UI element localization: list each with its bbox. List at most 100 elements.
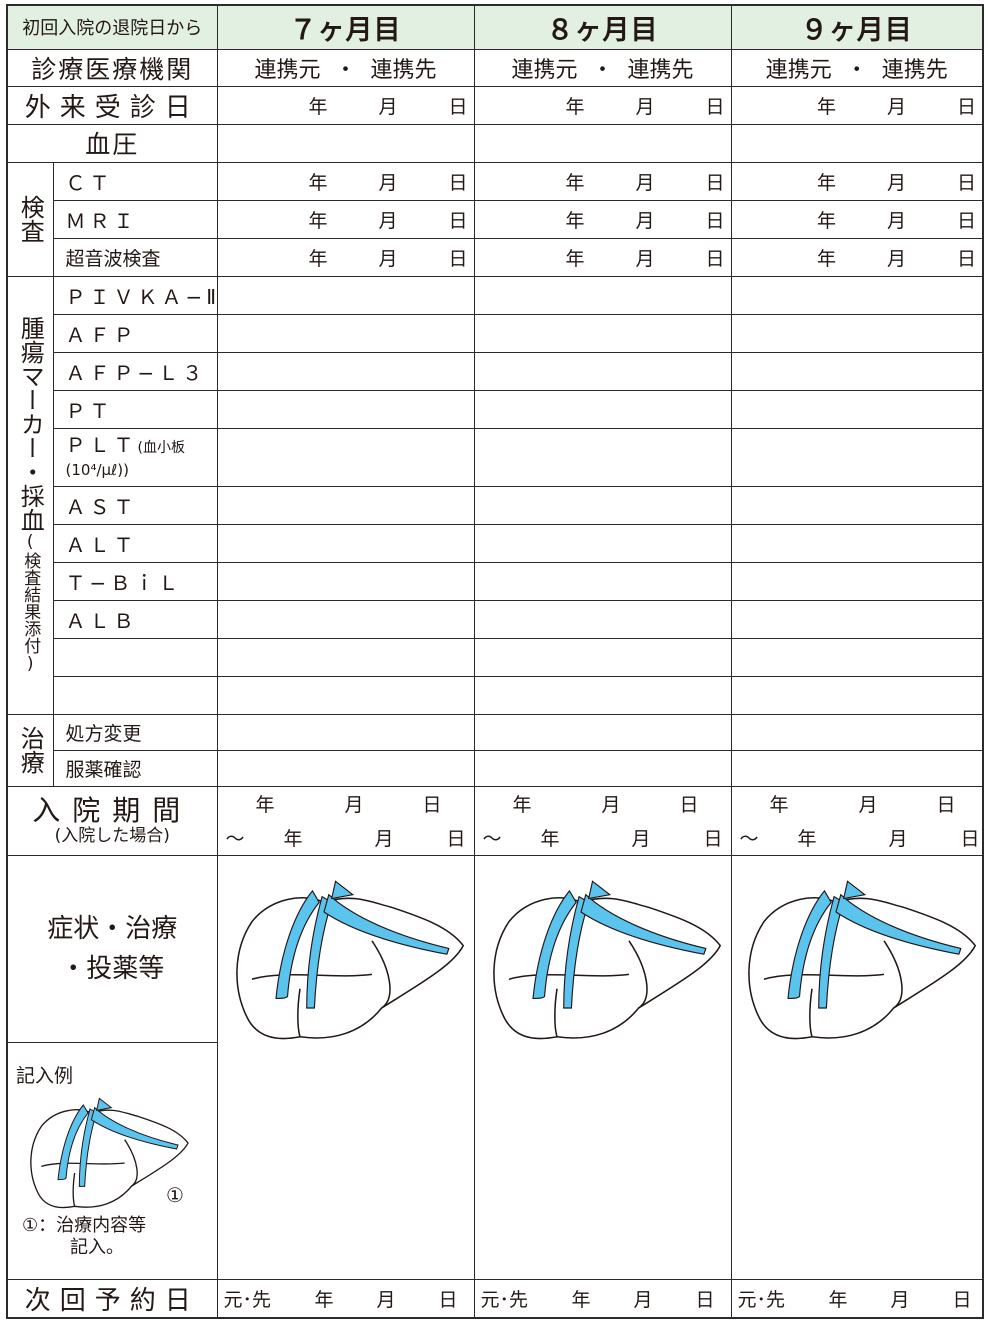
- symptoms-label-cell: 症状・治療 ・投薬等 記入例: [6, 854, 218, 1280]
- value-cell[interactable]: [730, 351, 984, 391]
- exam-date-cell[interactable]: 年月日: [730, 199, 984, 239]
- value-cell[interactable]: [216, 749, 475, 787]
- exam-date-cell[interactable]: 年月日: [216, 237, 475, 277]
- treatment-group-label: 治療: [6, 713, 54, 787]
- institution-cell[interactable]: 連携元・連携先: [730, 48, 984, 87]
- value-cell[interactable]: [216, 275, 475, 315]
- symptoms-cell[interactable]: [730, 854, 984, 1280]
- value-cell[interactable]: [473, 599, 732, 639]
- value-cell[interactable]: [216, 561, 475, 601]
- value-cell[interactable]: [730, 749, 984, 787]
- liver-followup-sheet: 初回入院の退院日から ７ヶ月目 ８ヶ月目 ９ヶ月目 診療医療機関 連携元・連携先…: [6, 4, 984, 1326]
- exam-date-cell[interactable]: 年月日: [216, 161, 475, 201]
- blank-item-label[interactable]: [52, 637, 218, 677]
- example-note: ①：治療内容等 記入。: [22, 1214, 147, 1258]
- value-cell[interactable]: [473, 713, 732, 751]
- admission-period-label: 入院期間 (入院した場合): [6, 785, 218, 856]
- separator: ・: [334, 57, 357, 83]
- value-cell[interactable]: [216, 675, 475, 715]
- value-cell[interactable]: [730, 561, 984, 601]
- marker-afp-label: ＡＦＰ: [52, 313, 218, 353]
- value-cell[interactable]: [730, 637, 984, 677]
- next-appointment-cell[interactable]: 元･先年月日: [730, 1278, 984, 1318]
- value-cell[interactable]: [473, 523, 732, 563]
- bp-cell[interactable]: [473, 123, 732, 163]
- partner-text: 連携先: [370, 57, 437, 83]
- value-cell[interactable]: [473, 351, 732, 391]
- exam-date-cell[interactable]: 年月日: [473, 161, 732, 201]
- next-appointment-cell[interactable]: 元･先年月日: [473, 1278, 732, 1318]
- institution-label: 診療医療機関: [6, 48, 218, 87]
- exam-mri-label: ＭＲＩ: [52, 199, 218, 239]
- value-cell[interactable]: [216, 599, 475, 639]
- bp-cell[interactable]: [730, 123, 984, 163]
- value-cell[interactable]: [730, 599, 984, 639]
- value-cell[interactable]: [473, 313, 732, 353]
- blood-pressure-label: 血圧: [6, 123, 218, 163]
- value-cell[interactable]: [216, 485, 475, 525]
- month-7-header: ７ヶ月目: [216, 4, 475, 50]
- visit-date-cell[interactable]: 年月日: [730, 85, 984, 125]
- marker-afp-l3-label: ＡＦＰ−Ｌ３: [52, 351, 218, 391]
- value-cell[interactable]: [473, 389, 732, 429]
- exam-date-cell[interactable]: 年月日: [730, 237, 984, 277]
- value-cell[interactable]: [216, 637, 475, 677]
- admission-range-cell[interactable]: 年月日 〜年月日: [730, 785, 984, 856]
- origin-text: 連携元: [511, 57, 578, 83]
- partner-text: 連携先: [627, 57, 694, 83]
- value-cell[interactable]: [216, 313, 475, 353]
- month-9-header: ９ヶ月目: [730, 4, 984, 50]
- exam-group-label: 検査: [6, 161, 54, 277]
- next-appointment-label: 次回予約日: [6, 1278, 218, 1318]
- value-cell[interactable]: [216, 389, 475, 429]
- value-cell[interactable]: [730, 675, 984, 715]
- value-cell[interactable]: [730, 389, 984, 429]
- exam-date-cell[interactable]: 年月日: [216, 199, 475, 239]
- institution-cell[interactable]: 連携元・連携先: [473, 48, 732, 87]
- exam-date-cell[interactable]: 年月日: [730, 161, 984, 201]
- exam-ct-label: ＣＴ: [52, 161, 218, 201]
- value-cell[interactable]: [216, 713, 475, 751]
- liver-diagram-icon: [235, 879, 464, 1039]
- value-cell[interactable]: [730, 313, 984, 353]
- visit-date-cell[interactable]: 年月日: [216, 85, 475, 125]
- value-cell[interactable]: [730, 427, 984, 487]
- blank-item-label[interactable]: [52, 675, 218, 715]
- admission-range-cell[interactable]: 年月日 〜年月日: [473, 785, 732, 856]
- value-cell[interactable]: [730, 275, 984, 315]
- header-corner: 初回入院の退院日から: [6, 4, 218, 50]
- value-cell[interactable]: [473, 561, 732, 601]
- example-box: 記入例 ①: [8, 1043, 216, 1279]
- exam-date-cell[interactable]: 年月日: [473, 237, 732, 277]
- separator: ・: [591, 57, 614, 83]
- symptoms-cell[interactable]: [216, 854, 475, 1280]
- exam-date-cell[interactable]: 年月日: [473, 199, 732, 239]
- value-cell[interactable]: [216, 427, 475, 487]
- value-cell[interactable]: [730, 485, 984, 525]
- value-cell[interactable]: [473, 275, 732, 315]
- value-cell[interactable]: [473, 485, 732, 525]
- symptoms-cell[interactable]: [473, 854, 732, 1280]
- institution-cell[interactable]: 連携元・連携先: [216, 48, 475, 87]
- value-cell[interactable]: [730, 523, 984, 563]
- value-cell[interactable]: [216, 351, 475, 391]
- value-cell[interactable]: [473, 637, 732, 677]
- marker-plt-label: ＰＬＴ(血小板 (10⁴/μℓ)): [52, 427, 218, 487]
- liver-diagram-icon: [747, 879, 976, 1039]
- bp-cell[interactable]: [216, 123, 475, 163]
- value-cell[interactable]: [473, 427, 732, 487]
- value-cell[interactable]: [473, 749, 732, 787]
- visit-date-cell[interactable]: 年月日: [473, 85, 732, 125]
- prescription-change-label: 処方変更: [52, 713, 218, 751]
- liver-diagram-icon: [492, 879, 721, 1039]
- origin-text: 連携元: [254, 57, 321, 83]
- month-8-header: ８ヶ月目: [473, 4, 732, 50]
- value-cell[interactable]: [473, 675, 732, 715]
- marker-pivka-label: ＰＩＶＫＡ−Ⅱ: [52, 275, 218, 315]
- value-cell[interactable]: [216, 523, 475, 563]
- example-marker: ①: [166, 1182, 184, 1207]
- value-cell[interactable]: [730, 713, 984, 751]
- admission-range-cell[interactable]: 年月日 〜年月日: [216, 785, 475, 856]
- medication-check-label: 服薬確認: [52, 749, 218, 787]
- next-appointment-cell[interactable]: 元･先年月日: [216, 1278, 475, 1318]
